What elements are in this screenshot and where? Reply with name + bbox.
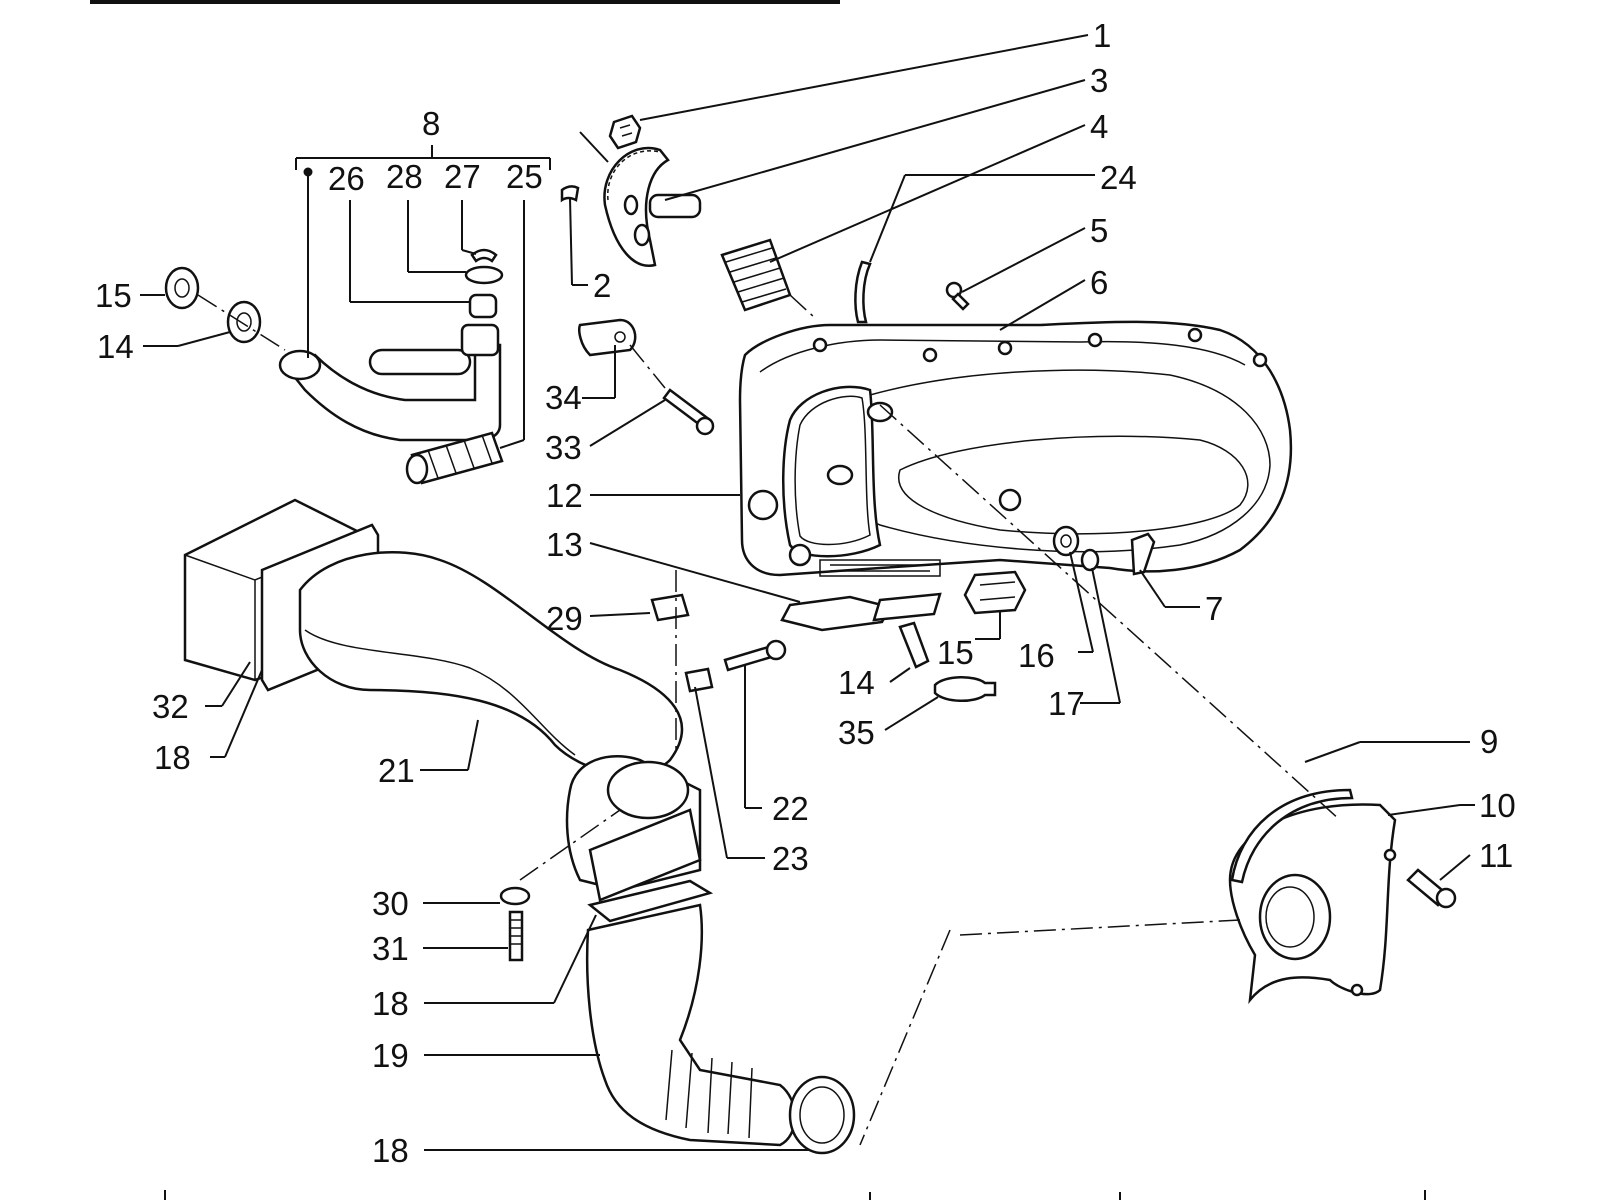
- callout-25: 25: [506, 158, 543, 195]
- part-30-washer: [499, 886, 531, 906]
- part-9-seal: [1230, 788, 1354, 884]
- part-11-bolt: [1406, 868, 1457, 909]
- part-5-screw: [945, 281, 970, 311]
- part-22-bolt: [723, 639, 787, 672]
- part-10-cover: [1228, 803, 1397, 1005]
- callout-24: 24: [1100, 159, 1137, 196]
- callout-22: 22: [772, 790, 809, 827]
- part-6-transmission-cover: [738, 320, 1293, 577]
- callout-32: 32: [152, 688, 189, 725]
- callout-27: 27: [444, 158, 481, 195]
- part-26-spring: [468, 293, 498, 319]
- callout-8: 8: [422, 105, 440, 142]
- part-23-nut: [684, 667, 714, 693]
- part-35-clamp: [933, 676, 997, 702]
- axis-line-connector: [519, 809, 621, 881]
- part-21-intake-duct: [298, 551, 684, 777]
- part-3-sector-gear: [579, 131, 702, 267]
- callout-17: 17: [1048, 685, 1085, 722]
- callout-15-right: 15: [937, 634, 974, 671]
- part-8-kick-lever: [278, 323, 502, 442]
- part-27-clip: [470, 248, 498, 263]
- callout-14-left: 14: [97, 328, 134, 365]
- callout-29: 29: [546, 600, 583, 637]
- callout-28: 28: [386, 158, 423, 195]
- callout-18-bottom: 18: [372, 1132, 409, 1169]
- part-34-clamp: [578, 318, 637, 357]
- callout-21: 21: [378, 752, 415, 789]
- part-13-gasket: [780, 592, 942, 632]
- callout-1: 1: [1093, 17, 1111, 54]
- callout-13: 13: [546, 526, 583, 563]
- part-25-grip: [405, 431, 504, 485]
- axis-line-cover: [879, 404, 1341, 821]
- part-33-bolt: [662, 388, 715, 436]
- callout-18-top: 18: [154, 739, 191, 776]
- part-14-washer-left: [226, 300, 262, 344]
- leader-lines: [140, 34, 1475, 1151]
- callout-18-middle: 18: [372, 985, 409, 1022]
- part-29-clip: [650, 593, 690, 622]
- callout-14-right: 14: [838, 664, 875, 701]
- part-18-clamp-ring: [788, 1075, 856, 1155]
- callout-4: 4: [1090, 108, 1108, 145]
- part-17-washer: [1080, 548, 1100, 572]
- part-2-clip: [560, 185, 580, 203]
- callout-12: 12: [546, 477, 583, 514]
- callout-35: 35: [838, 714, 875, 751]
- part-16-washer: [1052, 525, 1080, 557]
- callout-16: 16: [1018, 637, 1055, 674]
- callout-labels: 1 3 4 24 5 6 7 2 8 26 28 27 25 15 14 34 …: [95, 17, 1516, 1169]
- bottom-edge-marks: [164, 1190, 1426, 1200]
- part-14-screw: [898, 621, 930, 669]
- callout-23: 23: [772, 840, 809, 877]
- callout-5: 5: [1090, 212, 1108, 249]
- callout-26: 26: [328, 160, 365, 197]
- callout-34: 34: [545, 379, 582, 416]
- part-19-bellows-duct: [585, 903, 797, 1147]
- part-7-bolt: [1130, 532, 1156, 576]
- part-15-washer-left: [164, 266, 200, 310]
- callout-30: 30: [372, 885, 409, 922]
- part-28-washer: [464, 265, 504, 285]
- part-31-screw: [508, 910, 524, 962]
- duct-connector: [565, 755, 702, 902]
- axis-line-cover-center: [959, 919, 1241, 936]
- part-4-spring: [720, 238, 816, 319]
- part-24-tube: [854, 260, 872, 324]
- callout-15-left: 15: [95, 277, 132, 314]
- callout-19: 19: [372, 1037, 409, 1074]
- callout-3: 3: [1090, 62, 1108, 99]
- callout-33: 33: [545, 429, 582, 466]
- callout-9: 9: [1480, 723, 1498, 760]
- axis-line-to-ring: [859, 929, 951, 1146]
- part-1-bush: [608, 114, 642, 150]
- callout-7: 7: [1205, 590, 1223, 627]
- part-15-rubber-block: [963, 570, 1027, 615]
- callout-6: 6: [1090, 264, 1108, 301]
- callout-11: 11: [1479, 837, 1513, 874]
- callout-2: 2: [593, 267, 611, 304]
- callout-10: 10: [1479, 787, 1516, 824]
- part-18-seal-frame: [587, 879, 714, 923]
- callout-31: 31: [372, 930, 409, 967]
